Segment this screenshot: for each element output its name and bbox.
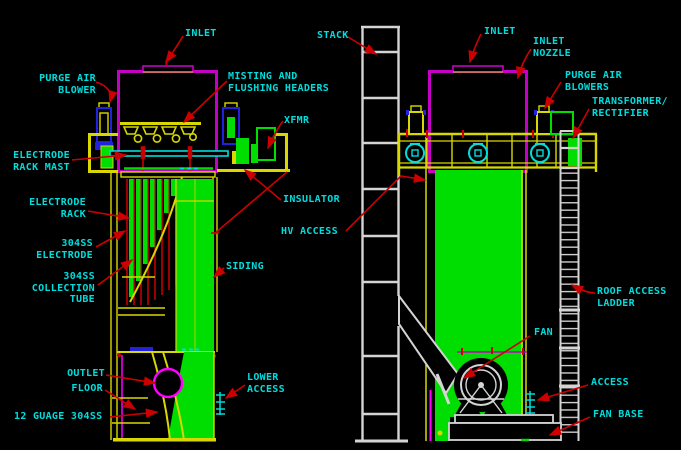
roof-access-ladder-structure <box>559 130 580 441</box>
leader-floor <box>104 389 137 410</box>
leader-roof-ladder <box>570 284 596 295</box>
left-unit-baseline <box>113 438 216 442</box>
access-hatch-icon <box>526 391 535 414</box>
leader-inlet-left <box>165 35 184 64</box>
callout-siding: SIDING <box>226 261 264 272</box>
callout-12-guage-304ss: 12 GUAGE 304SS <box>14 411 103 422</box>
callout-purge-air-blower-left: PURGE AIR BLOWER <box>39 73 96 96</box>
stack-structure <box>355 25 408 443</box>
leader-inlet-right <box>468 33 482 64</box>
leader-cross-diagonal <box>213 171 288 235</box>
callout-304ss-collection-tube: 304SS COLLECTION TUBE <box>31 271 95 305</box>
callout-304ss-electrode: 304SS ELECTRODE <box>36 238 93 261</box>
leader-xfmr <box>267 120 284 150</box>
purge-air-blower-left-unit-right <box>222 102 240 145</box>
lower-access-hatch-icon <box>216 392 225 415</box>
insulator-bushings <box>405 143 550 163</box>
fan-discharge-duct <box>398 293 460 405</box>
leader-fan <box>462 335 531 379</box>
callout-fan-base: FAN BASE <box>593 409 644 420</box>
callout-lower-access: LOWER ACCESS <box>247 372 285 395</box>
leader-hv-access <box>345 173 427 232</box>
callout-misting-headers: MISTING AND FLUSHING HEADERS <box>228 71 330 94</box>
callout-insulator: INSULATOR <box>283 194 340 205</box>
leader-304ss-electrode <box>95 230 127 248</box>
inlet-flange-right <box>452 65 504 73</box>
callout-floor: FLOOR <box>71 383 103 394</box>
callout-inlet-left: INLET <box>185 28 217 39</box>
leader-collection-tube <box>97 259 134 286</box>
callout-transformer-rectifier: TRANSFORMER/ RECTIFIER <box>592 96 668 119</box>
leader-12-guage <box>109 408 159 418</box>
outlet-circle <box>152 367 184 399</box>
callout-electrode-rack: ELECTRODE RACK <box>29 197 86 220</box>
tube-sheet <box>120 171 216 178</box>
electrode-rack-mast-bar <box>109 150 229 157</box>
transformer-rectifier-body <box>568 138 582 166</box>
inlet-flange-left <box>142 65 194 73</box>
leader-misting <box>182 80 228 124</box>
leader-purge-right <box>544 81 562 110</box>
purge-air-blower-left <box>95 102 113 150</box>
leader-siding <box>212 265 226 279</box>
misting-flushing-headers <box>120 122 201 143</box>
right-unit-elevation-view <box>355 25 598 443</box>
leader-rack-mast <box>71 151 128 161</box>
callout-roof-access-ladder: ROOF ACCESS LADDER <box>597 286 667 309</box>
leader-outlet <box>105 374 157 386</box>
leader-access <box>536 384 589 402</box>
callout-stack: STACK <box>317 30 349 41</box>
transformer-rectifier-box <box>550 111 574 135</box>
callout-access: ACCESS <box>591 377 629 388</box>
fan-base-structure <box>437 414 562 442</box>
leader-electrode-rack <box>87 210 131 221</box>
callout-xfmr: XFMR <box>284 115 310 126</box>
leader-purge-left <box>95 81 118 104</box>
leader-lower-access <box>224 384 246 399</box>
callout-fan: FAN <box>534 327 553 338</box>
callout-electrode-rack-mast: ELECTRODE RACK MAST <box>13 150 70 173</box>
leader-insulator <box>243 168 282 201</box>
collection-tubes-cutaway <box>129 179 176 297</box>
leader-inlet-nozzle <box>516 48 532 80</box>
leader-transformer <box>572 108 590 140</box>
left-unit-section-view <box>88 60 290 442</box>
callout-purge-air-blowers-right: PURGE AIR BLOWERS <box>565 70 622 93</box>
callout-inlet-nozzle: INLET NOZZLE <box>533 36 571 59</box>
callout-hv-access: HV ACCESS <box>281 226 338 237</box>
floor-slope-line <box>151 351 171 441</box>
callout-outlet: OUTLET <box>67 368 105 379</box>
callout-inlet-right: INLET <box>484 26 516 37</box>
leader-stack <box>347 36 378 55</box>
leader-lines <box>71 33 596 436</box>
leader-fan-base <box>548 416 591 436</box>
